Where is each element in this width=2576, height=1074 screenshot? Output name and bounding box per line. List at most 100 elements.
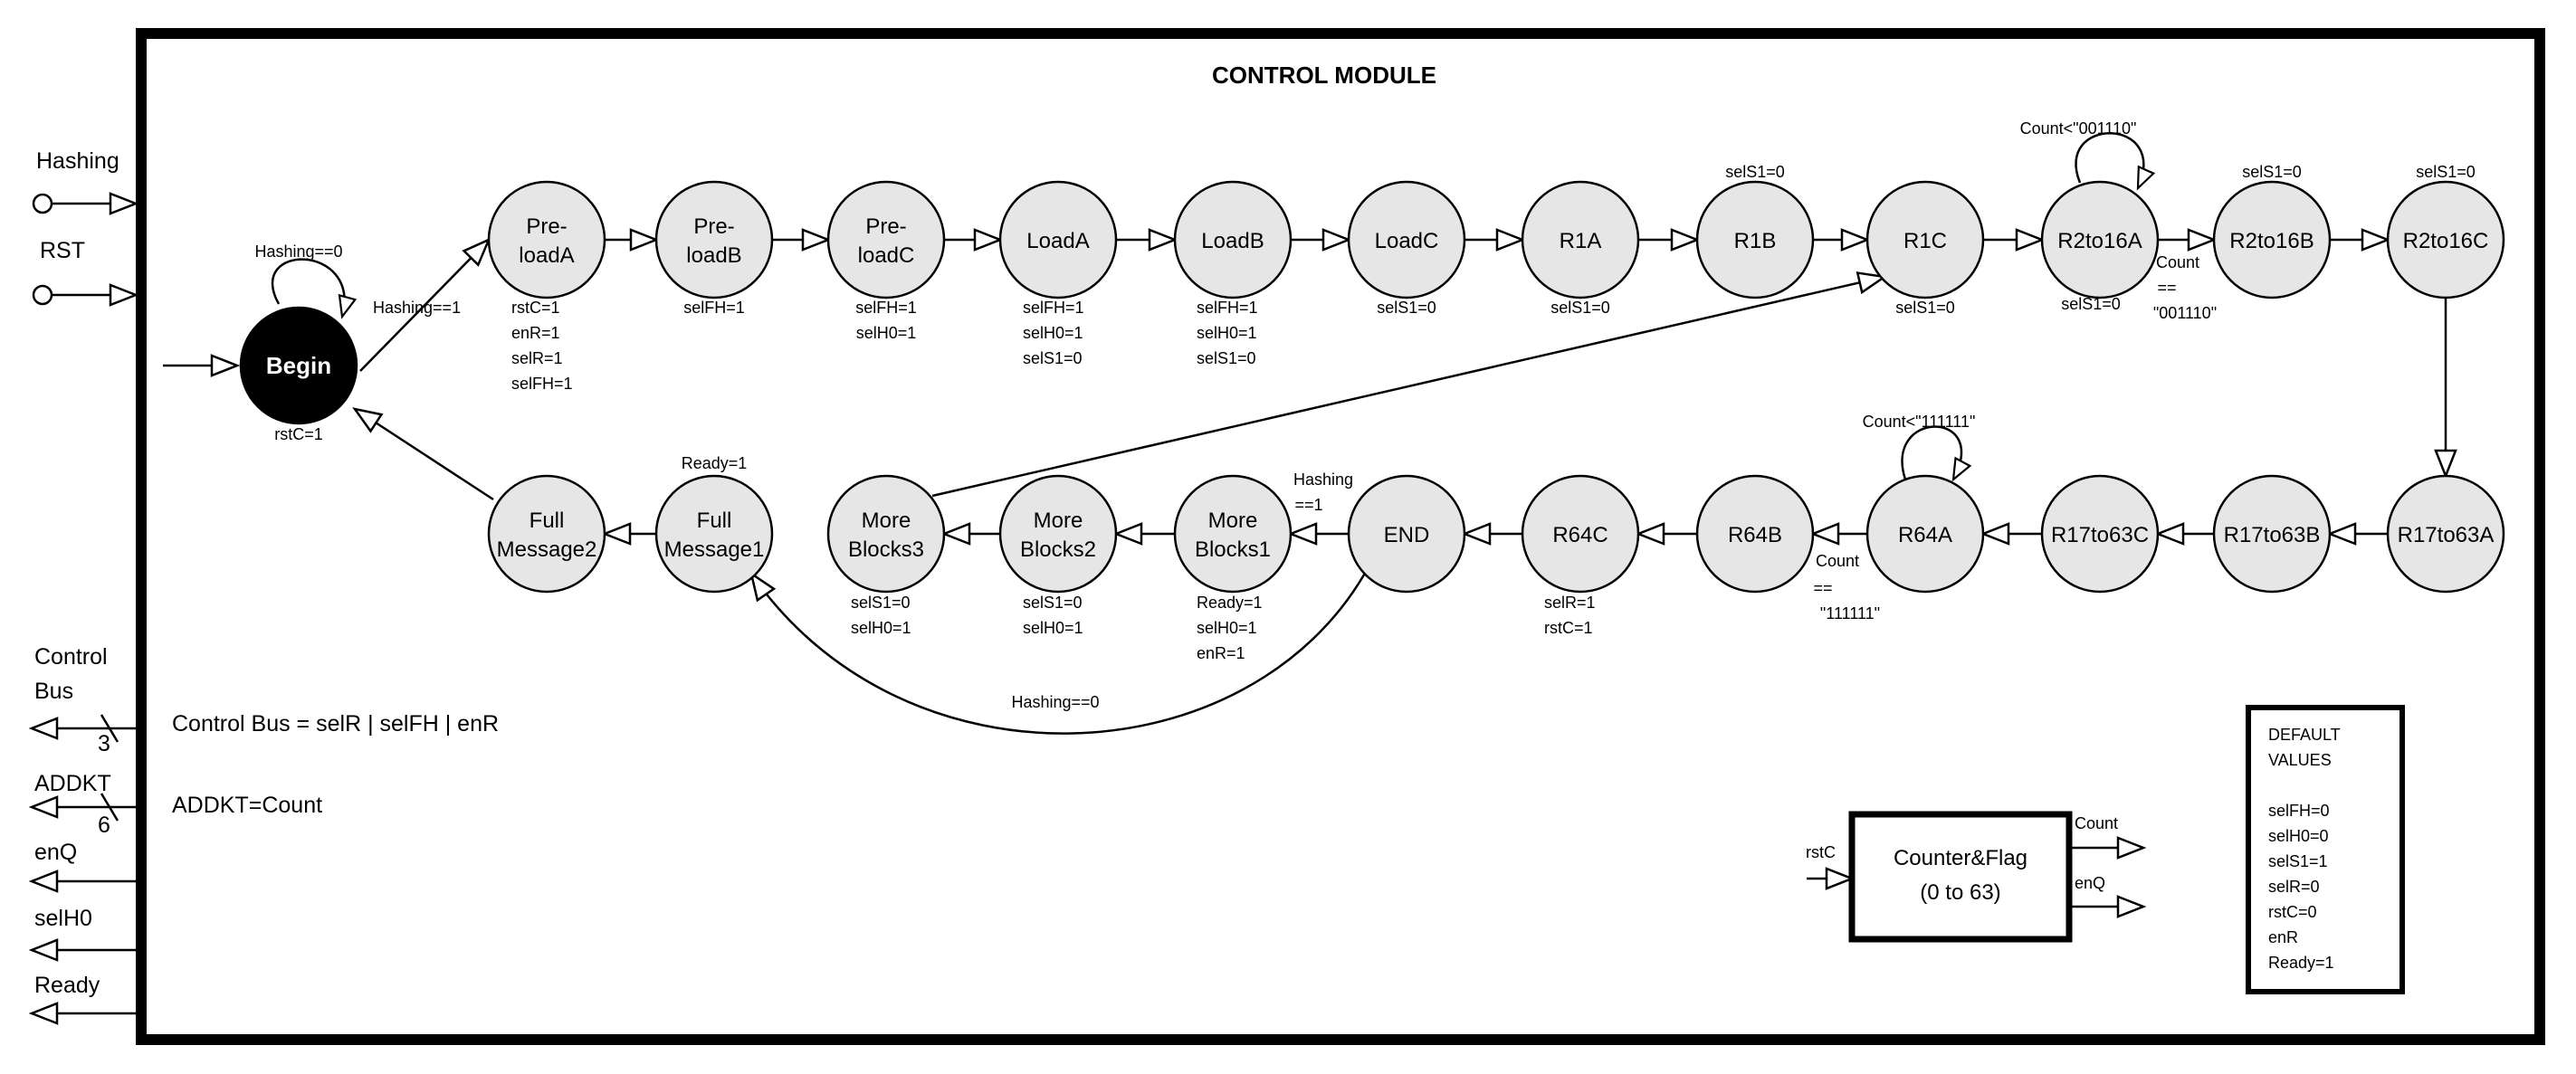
state-moreblocks1-circle: [1173, 474, 1293, 594]
state-preloadc: Pre-loadC: [826, 180, 946, 299]
counter-output-count-label: Count: [2075, 814, 2118, 832]
port-addkt-label: ADDKT: [34, 771, 111, 796]
output-preloada-line1: rstC=1: [511, 299, 560, 317]
equation-addkt: ADDKT=Count: [172, 793, 322, 818]
edge-end-to-fullmessage1: [749, 569, 1369, 735]
state-preloada-circle: [487, 180, 606, 299]
state-r17to63b-circle: [2212, 474, 2332, 594]
default-value-line4: selFH=0: [2268, 802, 2330, 820]
state-end-circle: [1347, 474, 1466, 594]
label-r64a-exit-line1: Count: [1816, 552, 1859, 570]
default-value-line10: Ready=1: [2268, 954, 2334, 972]
state-fullmessage1-label-line2: Message1: [664, 537, 765, 562]
counter-output-enq-label: enQ: [2075, 874, 2105, 892]
default-value-line8: rstC=0: [2268, 903, 2317, 921]
state-r2to16b: R2to16B: [2212, 180, 2332, 299]
output-preloadb-line1: selFH=1: [683, 299, 745, 317]
port-hashing-terminal: [32, 193, 53, 214]
output-preloada-line2: enR=1: [511, 324, 560, 342]
counter-flag-block: Counter&Flag (0 to 63) rstC Count enQ: [1806, 811, 2147, 943]
output-moreblocks3-line1: selS1=0: [851, 594, 911, 612]
state-preloadb-label-line2: loadB: [686, 243, 741, 268]
port-enq: enQ: [28, 840, 136, 893]
state-r64b-label-line1: R64B: [1728, 523, 1782, 547]
label-r2to16a-loop: Count<"001110": [2020, 119, 2137, 138]
default-value-line5: selH0=0: [2268, 827, 2329, 845]
state-r1b-label-line1: R1B: [1734, 229, 1777, 253]
port-selh0: selH0: [28, 906, 136, 962]
state-moreblocks3-label-line2: Blocks3: [848, 537, 924, 562]
state-begin-label-line1: Begin: [266, 352, 331, 379]
state-r17to63b: R17to63B: [2212, 474, 2332, 594]
output-r2to16c_above-line1: selS1=0: [2416, 163, 2476, 181]
output-r1a-line1: selS1=0: [1550, 299, 1610, 317]
state-r64b: R64B: [1695, 474, 1815, 594]
label-r64a-exit-line2: ==: [1813, 579, 1832, 597]
state-loada-label-line1: LoadA: [1026, 229, 1089, 253]
state-r17to63a: R17to63A: [2386, 474, 2505, 594]
label-r2to16a-exit-line1: Count: [2156, 253, 2199, 271]
output-moreblocks2-line1: selS1=0: [1023, 594, 1083, 612]
output-r64c-line2: rstC=1: [1544, 619, 1593, 637]
port-hashing-label: Hashing: [36, 148, 119, 174]
port-addkt-bus-slash: [100, 793, 119, 822]
state-r64b-circle: [1695, 474, 1815, 594]
state-moreblocks2-circle: [998, 474, 1118, 594]
output-r1b_above-line1: selS1=0: [1725, 163, 1785, 181]
port-selh0-label: selH0: [34, 906, 92, 931]
label-end-to-moreblocks1-line1: Hashing: [1293, 470, 1353, 489]
state-fullmessage2-label-line1: Full: [530, 508, 565, 533]
port-control-bus: Control Bus 3: [28, 644, 136, 756]
state-r17to63b-label-line1: R17to63B: [2224, 523, 2321, 547]
port-rst-label: RST: [40, 238, 85, 263]
default-value-line7: selR=0: [2268, 878, 2320, 896]
state-r2to16a: R2to16A: [2040, 180, 2160, 299]
state-r17to63a-label-line1: R17to63A: [2398, 523, 2495, 547]
state-loada-circle: [998, 180, 1118, 299]
output-r1c-line1: selS1=0: [1895, 299, 1955, 317]
port-control-bus-label-line1: Control: [34, 644, 108, 670]
state-loadb-label-line1: LoadB: [1201, 229, 1264, 253]
state-loada: LoadA: [998, 180, 1118, 299]
label-begin-loop: Hashing==0: [254, 242, 342, 261]
output-fullmessage1_above-line1: Ready=1: [682, 454, 748, 472]
state-r2to16a-circle: [2040, 180, 2160, 299]
counter-flag-title-line1: Counter&Flag: [1894, 846, 2027, 870]
state-r17to63c-label-line1: R17to63C: [2051, 523, 2149, 547]
port-addkt-width: 6: [98, 813, 110, 838]
state-r2to16a-label-line1: R2to16A: [2057, 229, 2142, 253]
default-value-line2: VALUES: [2268, 751, 2332, 769]
state-preloada: Pre-loadA: [487, 180, 606, 299]
state-loadb: LoadB: [1173, 180, 1293, 299]
port-control-bus-width: 3: [98, 731, 110, 756]
edge-begin-self-loop: [271, 258, 358, 319]
state-moreblocks2-label-line1: More: [1034, 508, 1083, 533]
state-r64c-circle: [1521, 474, 1640, 594]
state-loadc: LoadC: [1347, 180, 1466, 299]
state-preloada-label-line2: loadA: [519, 243, 574, 268]
label-end-to-fullmessage1: Hashing==0: [1011, 693, 1099, 711]
state-r1a-circle: [1521, 180, 1640, 299]
counter-flag-box: [1848, 811, 2073, 943]
state-end-label-line1: END: [1384, 523, 1430, 547]
output-preloadc-line1: selFH=1: [855, 299, 917, 317]
output-loada-line2: selH0=1: [1023, 324, 1083, 342]
port-control-bus-label-line2: Bus: [34, 679, 73, 704]
state-moreblocks1-label-line2: Blocks1: [1195, 537, 1271, 562]
state-r2to16c-circle: [2386, 180, 2505, 299]
default-values-block: DEFAULTVALUESselFH=0selH0=0selS1=1selR=0…: [2246, 705, 2405, 994]
transition-labels: Hashing==0 Hashing==1 Count<"001110" Cou…: [254, 119, 2217, 711]
state-fullmessage1-label-line1: Full: [697, 508, 732, 533]
state-r64a-circle: [1865, 474, 1985, 594]
state-r17to63c-circle: [2040, 474, 2160, 594]
default-value-line9: enR: [2268, 928, 2298, 946]
port-ready: Ready: [28, 973, 136, 1025]
default-value-line6: selS1=1: [2268, 852, 2328, 870]
edge-r64a-self-loop: [1901, 425, 1972, 482]
